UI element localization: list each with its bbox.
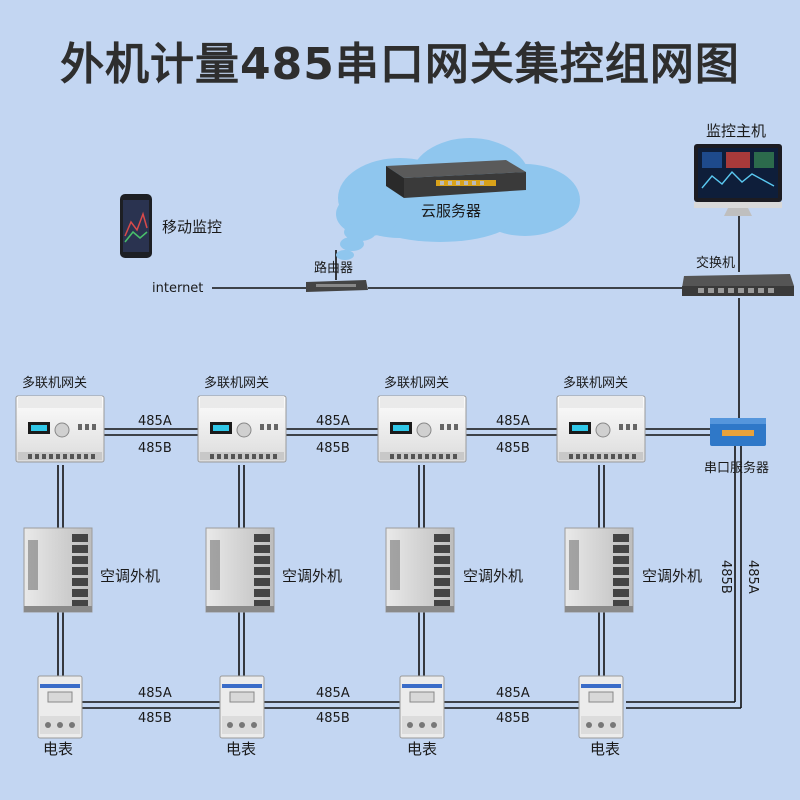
meter-icon <box>578 675 624 739</box>
gateway-devices <box>15 395 646 463</box>
meter-label-3: 电表 <box>407 740 438 758</box>
gateway-label-1: 多联机网关 <box>22 376 88 391</box>
outdoor-units <box>23 527 634 613</box>
switch-icon <box>682 274 794 296</box>
gateway-label-2: 多联机网关 <box>204 376 270 391</box>
meter-bus-a-3: 485A <box>496 686 530 701</box>
vertical-485b-label: 485B <box>718 560 733 594</box>
outdoor-unit-label-4: 空调外机 <box>642 567 703 585</box>
gw-bus-a-3: 485A <box>496 414 530 429</box>
cloud-shape <box>336 138 580 260</box>
outdoor-unit-label-1: 空调外机 <box>100 567 161 585</box>
gw-bus-b-1: 485B <box>138 441 172 456</box>
gateway-label-4: 多联机网关 <box>563 376 629 391</box>
outdoor-unit-icon <box>23 527 93 613</box>
outdoor-unit-icon <box>205 527 275 613</box>
internet-label: internet <box>152 281 204 296</box>
meter-icon <box>219 675 265 739</box>
outdoor-unit-icon <box>385 527 455 613</box>
outdoor-unit-label-2: 空调外机 <box>282 567 343 585</box>
page-title: 外机计量485串口网关集控组网图 <box>60 39 740 90</box>
gw-bus-b-2: 485B <box>316 441 350 456</box>
meter-icon <box>37 675 83 739</box>
gateway-device-icon <box>15 395 105 463</box>
gateway-label-3: 多联机网关 <box>384 376 450 391</box>
mobile-phone-icon <box>120 194 152 258</box>
meters <box>37 675 624 739</box>
monitor-host-icon <box>694 144 782 216</box>
router-icon <box>306 280 368 292</box>
gateway-device-icon <box>197 395 287 463</box>
monitor-host-label: 监控主机 <box>706 122 767 140</box>
outdoor-unit-label-3: 空调外机 <box>463 567 524 585</box>
cloud-label: 云服务器 <box>421 202 482 220</box>
gateway-device-icon <box>556 395 646 463</box>
meter-bus-b-1: 485B <box>138 711 172 726</box>
meter-icon <box>399 675 445 739</box>
meter-bus-a-1: 485A <box>138 686 172 701</box>
gateway-device-icon <box>377 395 467 463</box>
meter-bus-a-2: 485A <box>316 686 350 701</box>
gw-bus-a-2: 485A <box>316 414 350 429</box>
connection-lines <box>57 206 742 709</box>
router-label: 路由器 <box>314 261 354 276</box>
serial-server-label: 串口服务器 <box>704 461 770 476</box>
mobile-label: 移动监控 <box>162 218 223 236</box>
meter-bus-b-3: 485B <box>496 711 530 726</box>
gw-bus-a-1: 485A <box>138 414 172 429</box>
switch-label: 交换机 <box>696 256 736 271</box>
meter-label-4: 电表 <box>590 740 621 758</box>
meter-label-2: 电表 <box>226 740 257 758</box>
vertical-485a-label: 485A <box>745 560 760 594</box>
serial-server-icon <box>710 418 766 446</box>
gw-bus-b-3: 485B <box>496 441 530 456</box>
meter-label-1: 电表 <box>43 740 74 758</box>
cloud-server-icon <box>386 160 526 198</box>
outdoor-unit-icon <box>564 527 634 613</box>
meter-bus-b-2: 485B <box>316 711 350 726</box>
